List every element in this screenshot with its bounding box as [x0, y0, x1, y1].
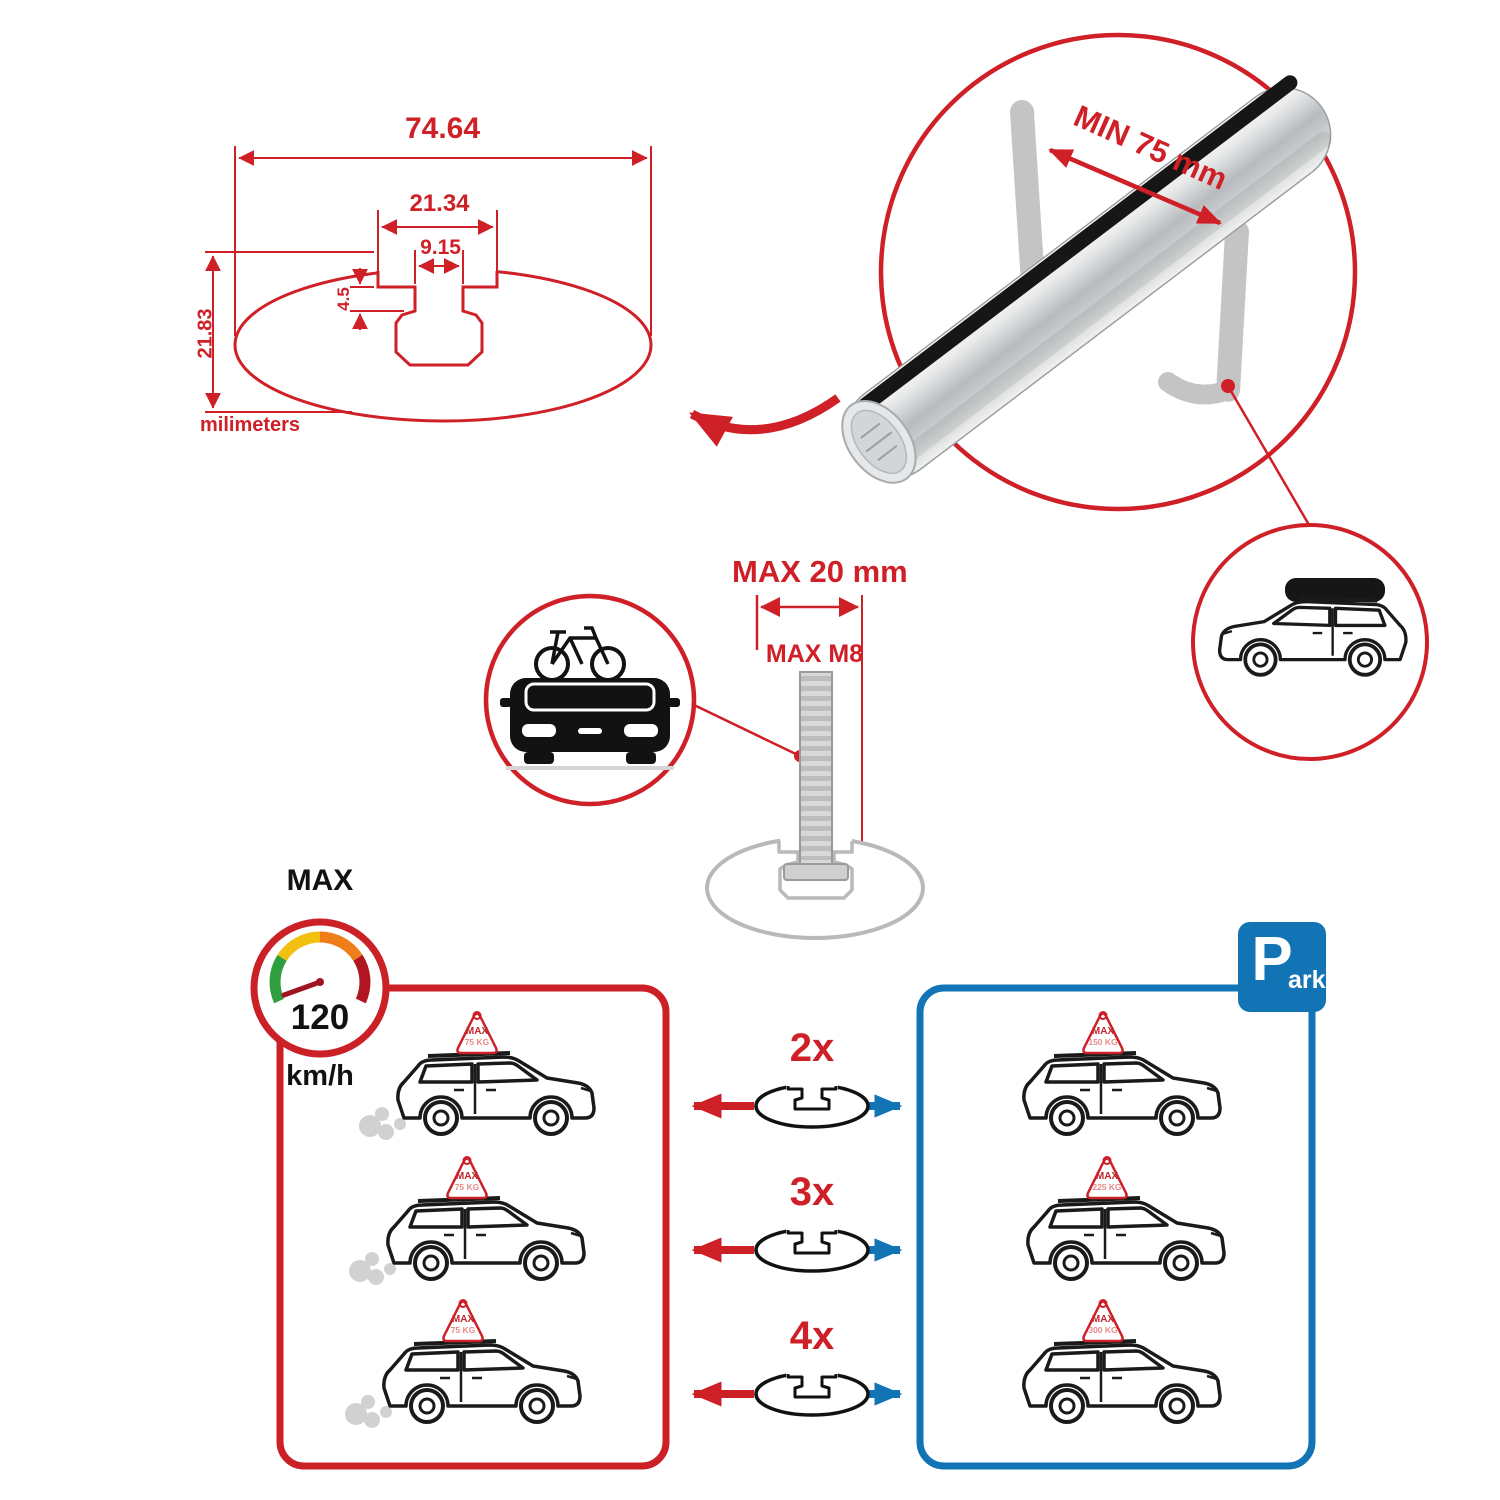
driving-panel: [276, 984, 670, 1470]
pointer-arrow-icon: [689, 394, 841, 447]
car-driving-2: [385, 1196, 586, 1281]
multiplier-row-3: 4x: [789, 1314, 835, 1358]
row-1-arrows: [691, 1083, 903, 1129]
leader-line: [1226, 385, 1314, 531]
sign-line2: 300 KG: [1088, 1325, 1118, 1335]
car-driving-3: [381, 1339, 582, 1424]
roof-sign-text: MAX 75 KG: [445, 1171, 489, 1193]
roof-sign-text: MAX 75 KG: [441, 1314, 485, 1336]
crossbar-profile-icon: [754, 1371, 870, 1417]
vehicle-zoom-view: [1191, 523, 1429, 761]
dimension-lines: [205, 146, 652, 413]
car-driving-1: [395, 1051, 596, 1136]
speed-value: 120: [290, 998, 350, 1037]
sign-line2: 75 KG: [464, 1037, 490, 1047]
dim-opening-width: 21.34: [409, 190, 470, 217]
parking-sign-icon: [1238, 922, 1326, 1012]
roof-box-icon: [1285, 578, 1385, 602]
parking-panel: [916, 984, 1316, 1470]
car-parked-3: [1021, 1339, 1222, 1424]
sign-line2: 75 KG: [450, 1325, 476, 1335]
zoom-circle-border: [878, 32, 1358, 512]
cross-section-diagram: [205, 146, 653, 423]
sign-line1: MAX: [455, 1171, 479, 1182]
row-2-arrows: [691, 1227, 903, 1273]
multiplier-row-2: 3x: [789, 1170, 835, 1214]
clamp-zoom-view: [689, 32, 1358, 531]
sign-line2: 75 KG: [454, 1182, 480, 1192]
row-3-arrows: [691, 1371, 903, 1417]
sign-line1: MAX: [451, 1314, 475, 1325]
car-with-bicycle-icon: [500, 626, 680, 770]
sign-line2: 150 KG: [1088, 1037, 1118, 1047]
speed-unit: km/h: [286, 1060, 354, 1092]
roof-sign-text: MAX 225 KG: [1085, 1171, 1129, 1193]
smoke-icon: [359, 1107, 406, 1140]
speedometer-icon: [250, 918, 390, 1058]
bolt-leader-line: [691, 702, 801, 758]
sign-line1: MAX: [1095, 1171, 1119, 1182]
max-width-label: MAX 20 mm: [732, 554, 908, 589]
roof-sign-text: MAX 75 KG: [455, 1026, 499, 1048]
sign-line1: MAX: [1091, 1314, 1115, 1325]
t-slot-profile: [376, 271, 499, 367]
multiplier-row-1: 2x: [789, 1026, 835, 1070]
smoke-icon: [345, 1395, 392, 1428]
roof-sign-text: MAX 150 KG: [1081, 1026, 1125, 1048]
speed-max-label: MAX: [286, 864, 354, 897]
sign-line1: MAX: [1091, 1026, 1115, 1037]
sign-line1: MAX: [465, 1026, 489, 1037]
dim-lip-depth: 4.5: [334, 287, 353, 311]
t-bolt-icon: [783, 671, 849, 881]
crossbar-profile-icon: [754, 1083, 870, 1129]
max-thread-label: MAX M8: [765, 640, 864, 668]
parking-letter: P: [1251, 925, 1293, 994]
dim-slot-width: 9.15: [420, 236, 461, 259]
parking-suffix: ark: [1288, 966, 1326, 994]
car-parked-1: [1021, 1051, 1222, 1136]
roof-sign-text: MAX 300 KG: [1081, 1314, 1125, 1336]
units-label: milimeters: [200, 414, 301, 436]
crossbar-profile-icon: [754, 1227, 870, 1273]
dim-overall-width: 74.64: [404, 112, 481, 145]
min-span-arrow: [1048, 147, 1222, 226]
car-parked-2: [1025, 1196, 1226, 1281]
dim-height: 21.83: [194, 308, 217, 359]
sign-line2: 225 KG: [1092, 1182, 1122, 1192]
bolt-diagram: [483, 593, 925, 940]
smoke-icon: [349, 1252, 396, 1285]
